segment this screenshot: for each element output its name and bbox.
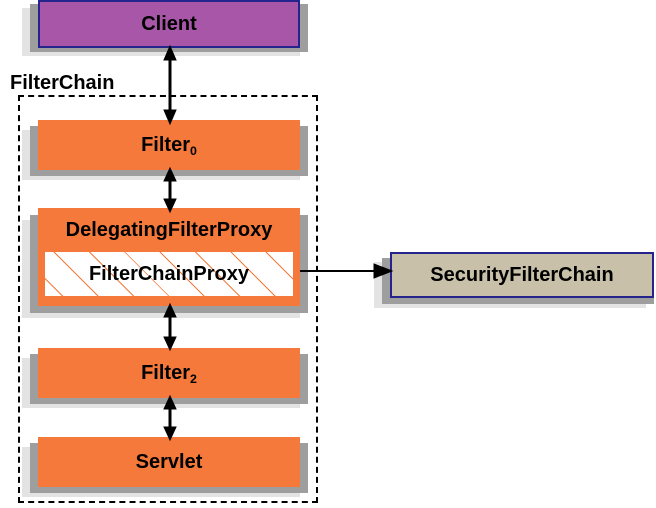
node-filterchainproxy[interactable]: FilterChainProxy xyxy=(44,251,294,297)
arrow-filter2-servlet xyxy=(163,394,177,442)
node-filter2[interactable]: Filter2 xyxy=(38,348,300,398)
arrow-filterchainproxy-securityfilterchain xyxy=(300,263,394,279)
node-filter2-label: Filter2 xyxy=(141,361,197,386)
group-label-filterchain: FilterChain xyxy=(10,72,115,94)
filterchain-group-boundary xyxy=(18,95,318,503)
node-filter0[interactable]: Filter0 xyxy=(38,120,300,170)
node-delegatingfilterproxy-label: DelegatingFilterProxy xyxy=(65,219,273,241)
arrow-delegatingfilterproxy-filter2 xyxy=(163,302,177,352)
node-client[interactable]: Client xyxy=(38,0,300,48)
arrow-filter0-delegatingfilterproxy xyxy=(163,166,177,214)
node-securityfilterchain-label: SecurityFilterChain xyxy=(430,263,614,286)
node-servlet-label: Servlet xyxy=(135,450,203,473)
node-client-label: Client xyxy=(141,12,197,35)
node-servlet[interactable]: Servlet xyxy=(38,437,300,487)
node-filter0-label: Filter0 xyxy=(141,133,197,158)
node-securityfilterchain[interactable]: SecurityFilterChain xyxy=(390,252,654,298)
node-delegatingfilterproxy[interactable]: DelegatingFilterProxy FilterChainProxy xyxy=(38,208,300,306)
arrow-client-filter0 xyxy=(163,44,177,126)
node-filterchainproxy-label: FilterChainProxy xyxy=(88,262,250,285)
